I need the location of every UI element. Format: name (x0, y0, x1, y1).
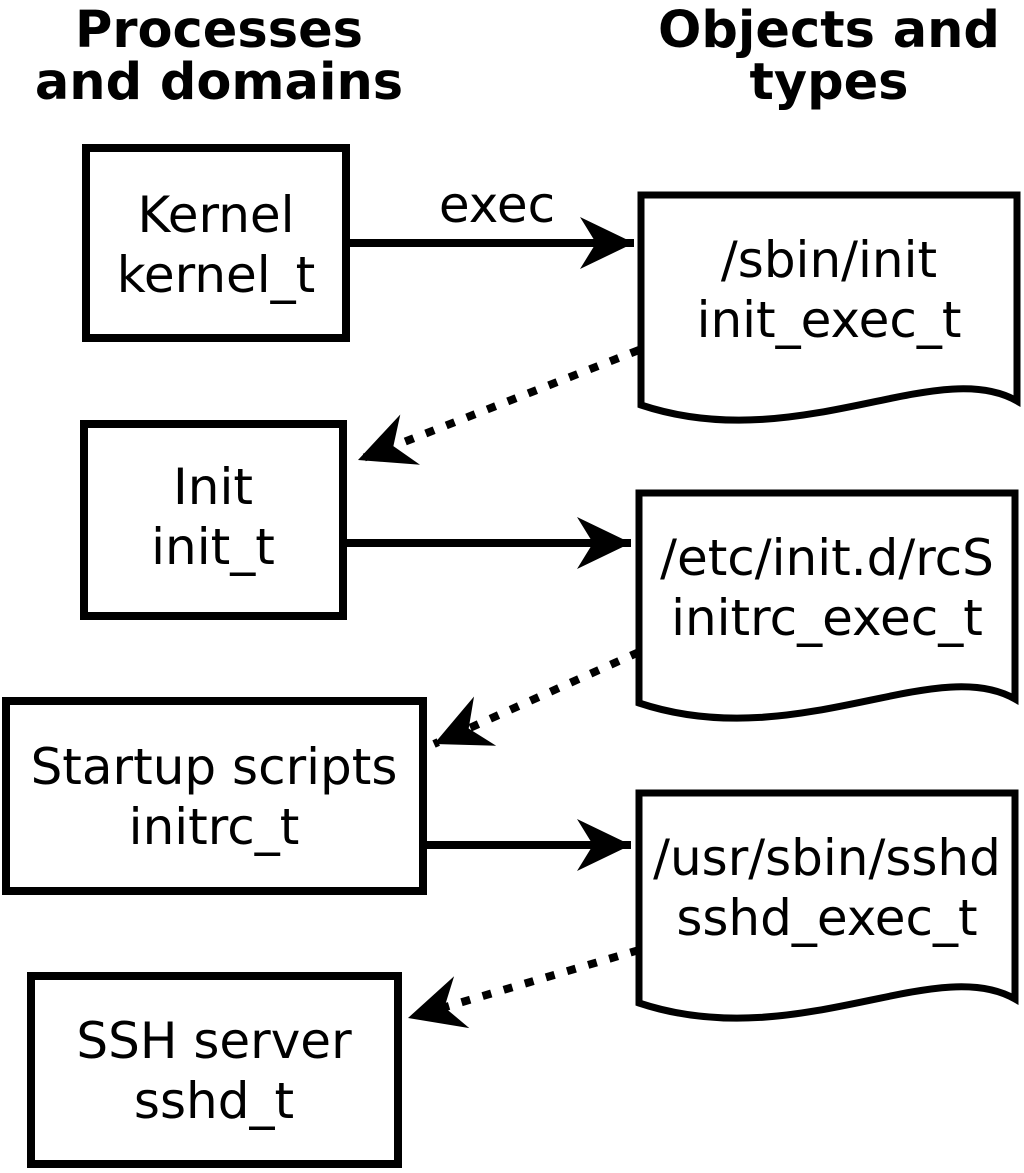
object-type: sshd_exec_t (676, 889, 977, 947)
process-name: Kernel (137, 186, 294, 244)
column-header-processes: Processes and domains (35, 1, 403, 112)
process-box-rect (27, 972, 402, 1168)
object-document-usr-sbin-sshd: /usr/sbin/sshd sshd_exec_t (635, 789, 1019, 1022)
object-path: /usr/sbin/sshd (653, 829, 1001, 887)
document-shape (635, 489, 1019, 722)
object-document-sbin-init: /sbin/init init_exec_t (637, 191, 1021, 424)
column-header-objects-line1: Objects and (658, 1, 1000, 60)
column-header-processes-line2: and domains (35, 53, 403, 112)
process-domain: initrc_t (129, 798, 300, 856)
column-header-objects-line2: types (749, 53, 908, 112)
process-domain: sshd_t (134, 1072, 294, 1130)
process-box-rect (80, 420, 347, 620)
object-document-etc-initd-rcs: /etc/init.d/rcS initrc_exec_t (635, 489, 1019, 722)
object-type: initrc_exec_t (671, 589, 983, 647)
object-path: /etc/init.d/rcS (660, 529, 994, 587)
process-box-rect (82, 144, 350, 342)
transition-arrow-sshd-exec-to-sshd (406, 946, 641, 1029)
process-box-rect (2, 697, 427, 895)
process-name: SSH server (76, 1012, 352, 1070)
object-path: /sbin/init (721, 231, 937, 289)
transition-arrow-sbin-init-to-init (356, 346, 641, 465)
process-box-ssh-server: SSH server sshd_t (27, 972, 402, 1168)
process-box-startup-scripts: Startup scripts initrc_t (2, 697, 427, 895)
process-box-kernel: Kernel kernel_t (82, 144, 350, 342)
process-domain: init_t (151, 518, 275, 576)
document-shape (637, 191, 1021, 424)
exec-arrow-label: exec (439, 176, 555, 234)
object-type: init_exec_t (697, 291, 962, 349)
transition-arrow-rcs-to-initrc (432, 648, 641, 748)
process-box-init: Init init_t (80, 420, 347, 620)
process-name: Startup scripts (31, 738, 398, 796)
process-name: Init (173, 458, 253, 516)
document-shape (635, 789, 1019, 1022)
column-header-objects: Objects and types (658, 1, 1000, 112)
process-domain: kernel_t (117, 246, 316, 304)
column-header-processes-line1: Processes (75, 1, 363, 60)
